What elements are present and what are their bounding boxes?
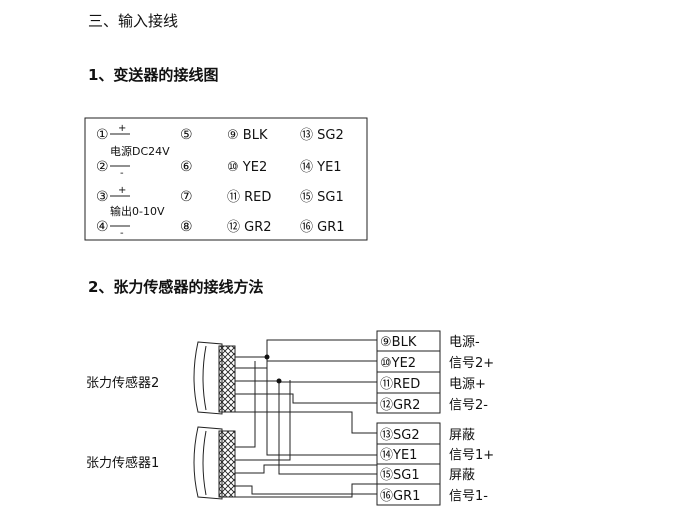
- terminal-1: ①: [96, 127, 109, 143]
- sensor-1-shield: [218, 430, 236, 498]
- subsection-title-transmitter: 1、变送器的接线图: [88, 66, 219, 84]
- terminal-12-gr2: ⑫ GR2: [227, 220, 272, 235]
- wires: [235, 339, 377, 498]
- sensor-1-label: 张力传感器1: [86, 455, 159, 471]
- terminal-16-gr1: ⑯ GR1: [300, 220, 345, 235]
- terminal-10-ye2: ⑩ YE2: [227, 160, 267, 175]
- terminal-7: ⑦: [180, 189, 193, 205]
- transmitter-diagram: ① ② ③ ④ + - 电源DC24V + - 输出0-10V ⑤ ⑥ ⑦ ⑧ …: [84, 117, 368, 241]
- sensor-2-label: 张力传感器2: [86, 375, 159, 391]
- junction-dot: [276, 378, 282, 384]
- signal-label-shield-1: 屏蔽: [449, 468, 475, 483]
- terminal-block: [376, 330, 441, 506]
- signal-label-shield-2: 屏蔽: [449, 428, 475, 443]
- block-terminal-12: ⑫GR2: [380, 398, 420, 413]
- terminal-8: ⑧: [180, 219, 193, 235]
- terminal-2: ②: [96, 159, 109, 175]
- power-minus: -: [120, 168, 124, 179]
- transmitter-box: [84, 117, 368, 241]
- terminal-4: ④: [96, 219, 109, 235]
- signal-label-signal2-minus: 信号2-: [449, 398, 488, 413]
- block-terminal-16: ⑯GR1: [380, 489, 420, 504]
- output-plus: +: [118, 185, 126, 196]
- terminal-9-blk: ⑨ BLK: [227, 128, 268, 143]
- terminal-11-red: ⑪ RED: [227, 190, 271, 205]
- block-terminal-9: ⑨BLK: [380, 335, 417, 350]
- block-terminal-10: ⑩YE2: [380, 356, 416, 371]
- power-plus: +: [118, 123, 126, 134]
- sensor-1-cable: [193, 426, 223, 500]
- section-title: 三、输入接线: [88, 12, 179, 30]
- terminal-13-sg2: ⑬ SG2: [300, 128, 344, 143]
- power-label: 电源DC24V: [110, 144, 170, 158]
- sensor-2-cable: [193, 341, 223, 415]
- output-minus: -: [120, 228, 124, 239]
- signal-label-signal1-plus: 信号1+: [449, 448, 494, 463]
- output-label: 输出0-10V: [110, 204, 165, 218]
- subsection-title-sensor: 2、张力传感器的接线方法: [88, 278, 264, 296]
- block-terminal-11: ⑪RED: [380, 377, 420, 392]
- sensor-2-shield: [218, 345, 236, 413]
- block-terminal-14: ⑭YE1: [380, 448, 417, 463]
- terminal-6: ⑥: [180, 159, 193, 175]
- terminal-5: ⑤: [180, 127, 193, 143]
- junction-dot: [264, 354, 270, 360]
- signal-label-power-minus: 电源-: [449, 335, 480, 350]
- signal-label-power-plus: 电源+: [449, 377, 486, 392]
- sensor-diagram: 张力传感器2 张力传感器1: [86, 330, 494, 506]
- terminal-3: ③: [96, 189, 109, 205]
- signal-label-signal1-minus: 信号1-: [449, 489, 488, 504]
- signal-label-signal2-plus: 信号2+: [449, 356, 494, 371]
- block-terminal-13: ⑬SG2: [380, 428, 420, 443]
- block-terminal-15: ⑮SG1: [380, 468, 420, 483]
- terminal-14-ye1: ⑭ YE1: [300, 160, 342, 175]
- terminal-15-sg1: ⑮ SG1: [300, 190, 344, 205]
